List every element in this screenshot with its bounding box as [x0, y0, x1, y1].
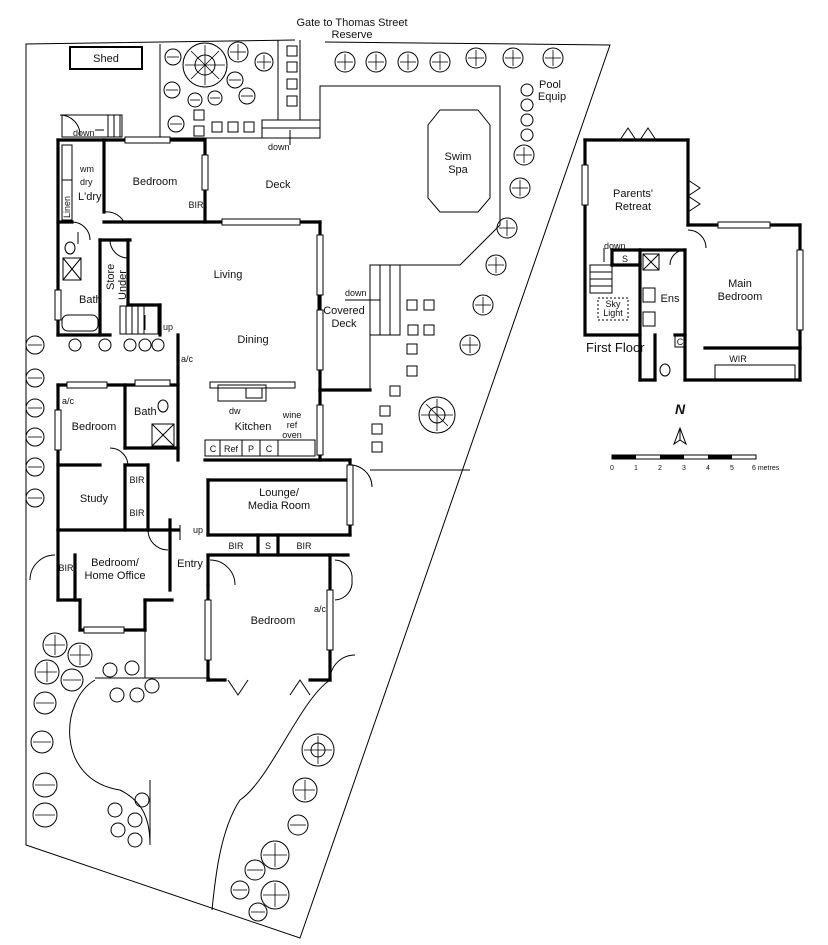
office-label-2: Home Office [85, 570, 146, 582]
lounge-label: Lounge/ [259, 487, 300, 499]
ldry-label: L'dry [78, 191, 102, 203]
bir-label-5: BIR [296, 541, 312, 551]
north-arrow [672, 426, 688, 446]
covered-deck-label-2: Deck [331, 318, 357, 330]
bir-label-3: BIR [129, 508, 145, 518]
down-label-covered: down [345, 288, 367, 298]
skylight-label: Sky [605, 299, 621, 309]
stepping-stones [193, 45, 435, 453]
ens-label: Ens [661, 293, 680, 305]
reserve-label: Reserve [332, 29, 373, 41]
retreat-label: Parents' [613, 188, 653, 200]
first-floor-label: First Floor [586, 340, 645, 355]
scale-5: 5 [730, 465, 734, 472]
skylight-label-2: Light [603, 308, 623, 318]
scale-1: 1 [634, 465, 638, 472]
shed-label: Shed [93, 53, 119, 65]
scale-4: 4 [706, 465, 710, 472]
bath-2-label: Bath [134, 406, 157, 418]
study-label: Study [80, 493, 109, 505]
s-label-2: S [622, 254, 628, 264]
scale-6: 6 metres [752, 465, 780, 472]
deck-label: Deck [265, 179, 291, 191]
wir-label: WIR [729, 354, 747, 364]
bath-1-label: Bath [79, 294, 102, 306]
down-label-laundry: down [73, 128, 95, 138]
labels: Shed Gate to Thomas Street Reserve Pool … [58, 17, 779, 627]
dw-label: dw [229, 406, 241, 416]
ac-label-2: a/c [62, 396, 75, 406]
c-label-1: C [210, 444, 217, 454]
swim-spa [427, 109, 491, 213]
under-label: Under [117, 270, 129, 300]
pool-equip-label-2: Equip [538, 91, 566, 103]
down-label-ff: down [604, 241, 626, 251]
site-boundary [25, 39, 611, 939]
covered-deck-label: Covered [323, 305, 365, 317]
dining-label: Dining [237, 334, 268, 346]
main-bedroom-label: Main [728, 278, 752, 290]
first-floor [581, 127, 804, 382]
main-bedroom-label-2: Bedroom [718, 291, 763, 303]
scale-2: 2 [658, 465, 662, 472]
linen-label: Linen [62, 196, 72, 218]
trees [25, 41, 564, 922]
kitchen-label: Kitchen [235, 421, 272, 433]
ref-label-1: ref [287, 420, 298, 430]
swim-spa-label: Swim [445, 151, 472, 163]
scale-3: 3 [682, 465, 686, 472]
north-label: N [675, 401, 686, 417]
bir-label-1: BIR [188, 200, 204, 210]
c-label-2: C [266, 444, 273, 454]
gate-label: Gate to Thomas Street [296, 17, 407, 29]
pool-equip-label: Pool [539, 79, 561, 91]
bedroom-w-label: Bedroom [72, 421, 117, 433]
wine-label: wine [282, 410, 302, 420]
oven-label: oven [282, 430, 302, 440]
store-label: Store [105, 264, 117, 290]
bedroom-s-label: Bedroom [251, 615, 296, 627]
doors [29, 114, 373, 696]
dry-label: dry [80, 177, 93, 187]
ac-label-3: a/c [314, 604, 327, 614]
up-label-1: up [163, 322, 173, 332]
s-label-1: S [265, 541, 271, 551]
ref-label-2: Ref [224, 444, 239, 454]
scale-0: 0 [610, 465, 614, 472]
retreat-label-2: Retreat [615, 201, 651, 213]
wm-label: wm [79, 164, 94, 174]
bir-label-6: BIR [58, 563, 74, 573]
swim-spa-label-2: Spa [448, 164, 468, 176]
bir-label-4: BIR [228, 541, 244, 551]
fixtures [61, 144, 316, 457]
bir-label-2: BIR [129, 475, 145, 485]
ac-label-1: a/c [181, 354, 194, 364]
p-label: P [248, 444, 254, 454]
bedroom-nw-label: Bedroom [133, 176, 178, 188]
entry-label: Entry [177, 558, 203, 570]
c-label-3: C [677, 337, 684, 347]
windows [54, 136, 354, 661]
lounge-label-2: Media Room [248, 500, 310, 512]
scale-bar [611, 454, 757, 460]
office-label: Bedroom/ [91, 557, 140, 569]
shed [69, 46, 143, 70]
arrows [77, 129, 605, 540]
up-label-2: up [193, 525, 203, 535]
living-label: Living [214, 269, 243, 281]
ground-floor-walls [56, 138, 372, 682]
down-label-deck: down [268, 142, 290, 152]
